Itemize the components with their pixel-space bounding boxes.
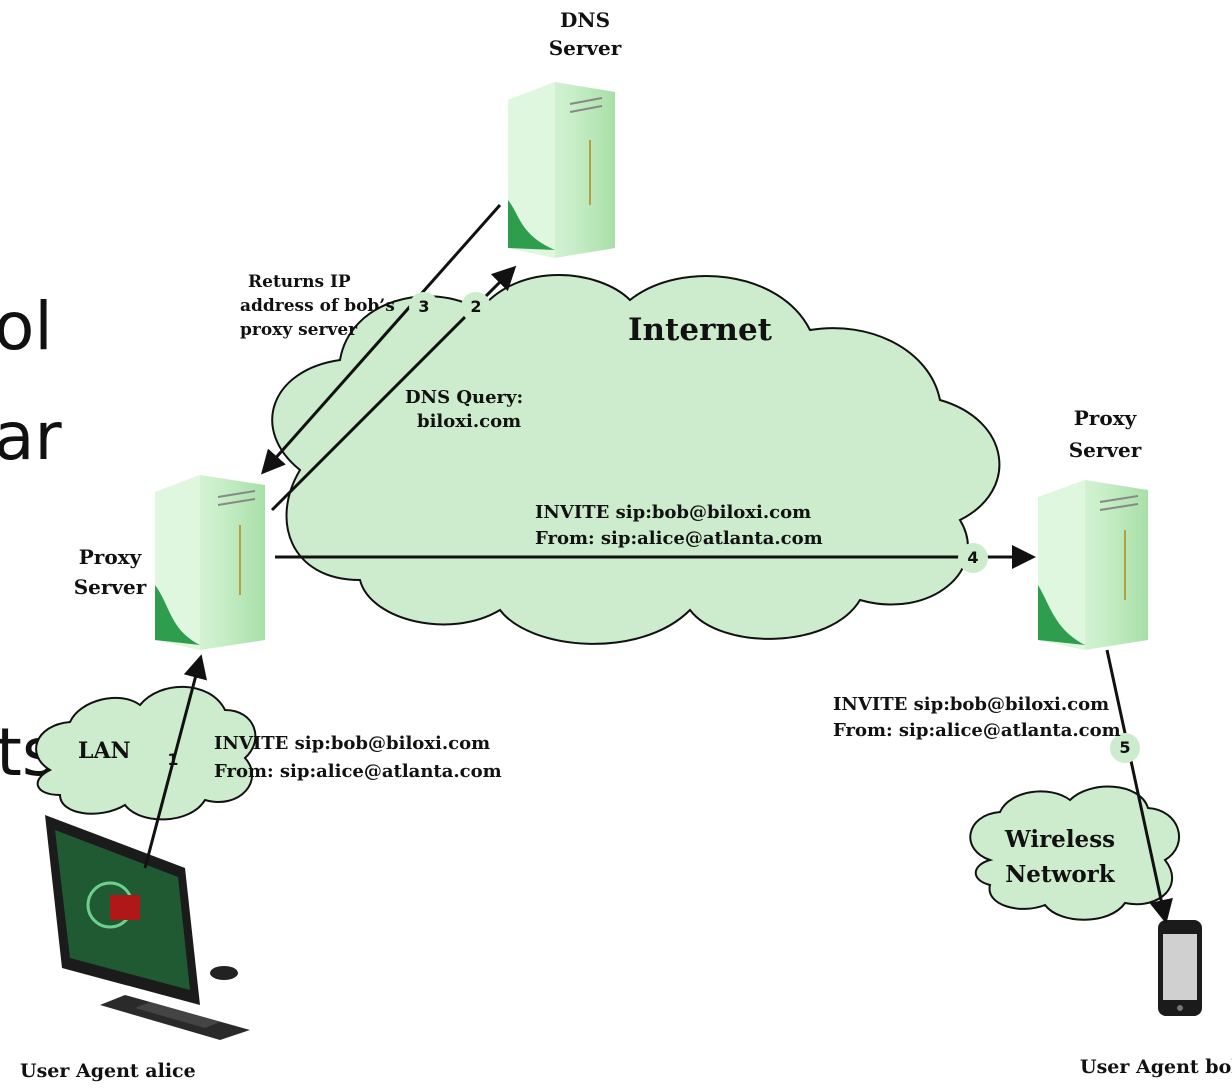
dns-query-text: DNS Query: biloxi.com <box>405 387 524 432</box>
lan-cloud <box>35 685 257 821</box>
internet-label: Internet <box>628 312 772 348</box>
proxy-server-alice-label: Proxy Server <box>73 545 147 599</box>
arrow-step-3 <box>261 204 502 475</box>
dns-server-label: DNS Server <box>548 8 622 60</box>
invite-main-text: INVITE sip:bob@biloxi.com From: sip:alic… <box>535 502 823 549</box>
step-badge-2: 2 <box>461 292 491 322</box>
proxy-server-alice-icon <box>155 475 265 650</box>
computer-alice-icon <box>45 815 250 1040</box>
proxy-server-bob-label: Proxy Server <box>1068 406 1142 462</box>
step-badge-1: 1 <box>167 750 179 769</box>
returns-ip-text: Returns IP address of bob’s proxy server <box>240 272 395 340</box>
proxy-server-bob-icon <box>1038 480 1148 650</box>
wireless-network-label: Wireless Network <box>1004 826 1116 888</box>
step-badge-4: 4 <box>958 543 988 573</box>
wireless-cloud <box>969 785 1181 921</box>
invite-bob-text: INVITE sip:bob@biloxi.com From: sip:alic… <box>833 694 1121 741</box>
arrow-step-1 <box>143 654 207 869</box>
slide-text-fragment-2: ar <box>0 398 62 475</box>
invite-lan-text: INVITE sip:bob@biloxi.com From: sip:alic… <box>214 733 502 782</box>
arrow-step-5 <box>1105 649 1173 924</box>
user-agent-alice-label: User Agent alice <box>20 1060 196 1082</box>
lan-label: LAN <box>78 738 131 764</box>
dns-server-icon <box>508 82 615 258</box>
internet-cloud <box>271 274 1001 645</box>
phone-bob-icon <box>1158 920 1202 1016</box>
slide-text-fragment-1: ol <box>0 288 53 365</box>
user-agent-bob-label: User Agent bob <box>1080 1056 1232 1078</box>
step-badge-3: 3 <box>409 292 439 322</box>
step-badge-5: 5 <box>1110 733 1140 763</box>
